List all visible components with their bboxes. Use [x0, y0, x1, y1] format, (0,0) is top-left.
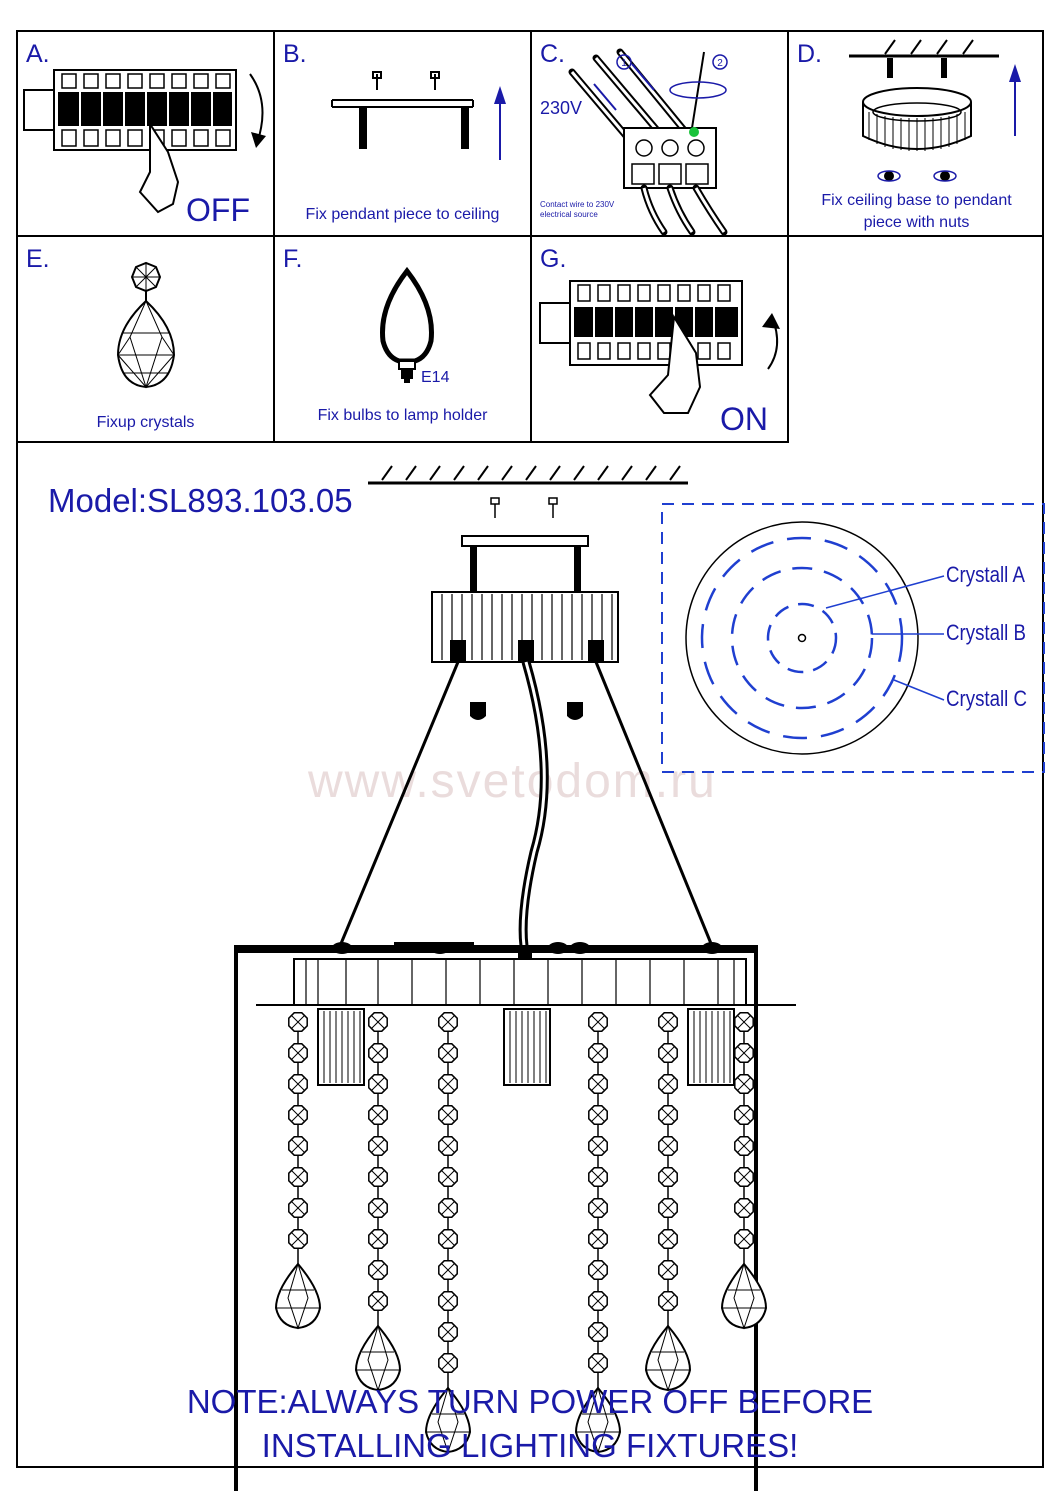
step-e-letter: E. — [26, 245, 50, 273]
bulb-socket-label: E14 — [421, 369, 450, 386]
step-d-panel: D. — [789, 32, 1044, 237]
step-b-panel: B. Fix pendant piece to ceiling — [275, 32, 532, 237]
breaker-off-illustration — [23, 69, 266, 214]
safety-note: NOTE:ALWAYS TURN POWER OFF BEFORE INSTAL… — [18, 1380, 1042, 1468]
step-d-caption-line-1: Fix ceiling base to pendant — [821, 192, 1012, 209]
watermark: www.svetodom.ru — [308, 755, 717, 808]
on-label: ON — [720, 401, 768, 437]
crystal-layout-diagram — [661, 503, 1045, 773]
marker-1: 1 — [621, 58, 627, 69]
ceiling-base-illustration — [849, 39, 1021, 182]
voltage-label: 230V — [540, 98, 583, 118]
step-c-letter: C. — [540, 40, 565, 68]
crystal-illustration — [116, 261, 176, 389]
crystal-a-label: Crystall A — [946, 562, 1025, 587]
breaker-on-illustration — [539, 280, 780, 414]
safety-note-line-1: NOTE:ALWAYS TURN POWER OFF BEFORE — [186, 1383, 874, 1420]
safety-note-line-2: INSTALLING LIGHTING FIXTURES! — [261, 1427, 799, 1464]
wiring-illustration: 1 2 — [568, 48, 728, 236]
step-f-caption: Fix bulbs to lamp holder — [317, 407, 488, 424]
instruction-sheet: A. OFF — [16, 30, 1045, 1491]
crystal-c-label: Crystall C — [946, 686, 1028, 711]
contact-note-line-2: electrical source — [540, 210, 598, 219]
off-label: OFF — [186, 192, 250, 228]
step-e-caption: Fixup crystals — [96, 414, 195, 431]
empty-panel — [789, 237, 1044, 443]
bulb-illustration — [380, 266, 434, 383]
step-c-panel: C. 230V 1 2 — [532, 32, 789, 237]
step-g-letter: G. — [540, 245, 567, 273]
step-d-caption-line-2: piece with nuts — [863, 214, 970, 231]
step-d-letter: D. — [797, 40, 822, 68]
marker-2: 2 — [717, 58, 723, 69]
contact-note-line-1: Contact wire to 230V — [540, 200, 615, 209]
step-a-letter: A. — [26, 40, 50, 68]
step-g-panel: G. ON — [532, 237, 789, 443]
pendant-piece-illustration — [331, 71, 506, 160]
step-f-panel: F. E14 Fix bulbs to lamp holder — [275, 237, 532, 443]
step-a-panel: A. OFF — [18, 32, 275, 237]
crystal-b-label: Crystall B — [946, 620, 1027, 645]
model-number: Model:SL893.103.05 — [48, 482, 353, 519]
step-e-panel: E. Fixup crystals — [18, 237, 275, 443]
step-b-caption: Fix pendant piece to ceiling — [305, 206, 500, 223]
crystal-strands — [274, 1012, 768, 1454]
step-b-letter: B. — [283, 40, 307, 68]
step-f-letter: F. — [283, 245, 303, 273]
chandelier-drawing — [234, 465, 796, 1491]
